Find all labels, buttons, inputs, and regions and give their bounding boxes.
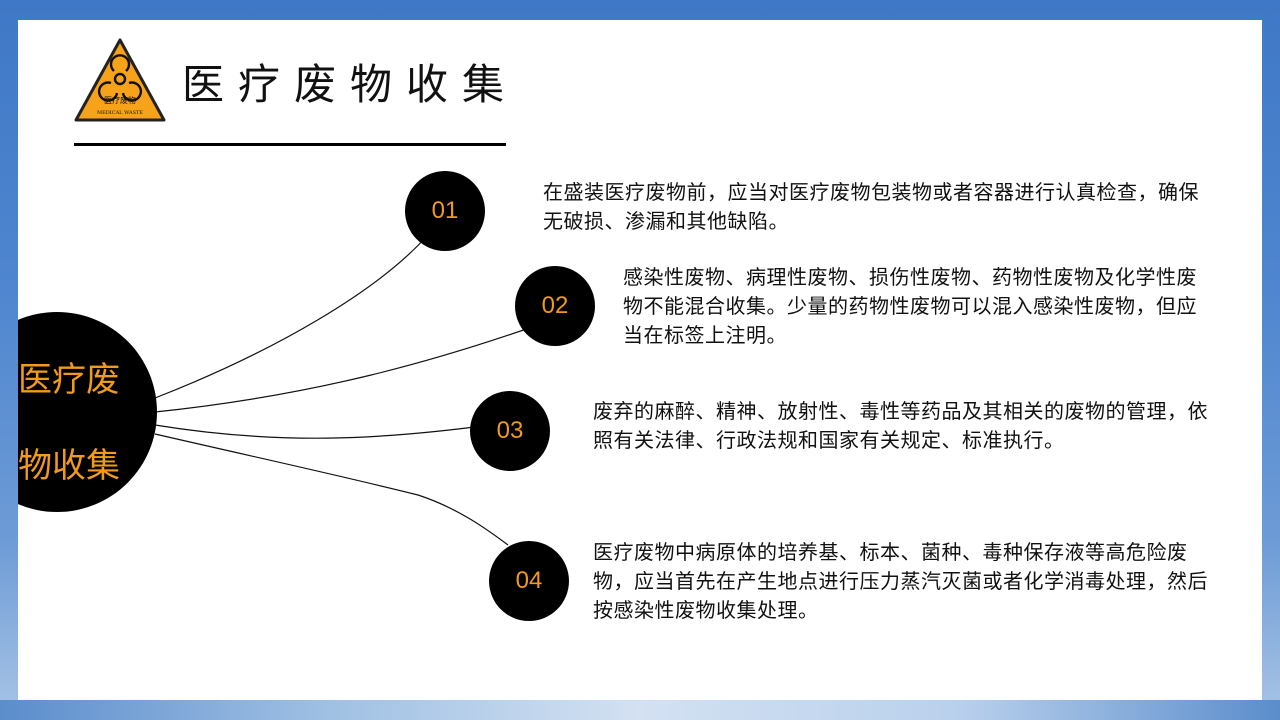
step-number-01: 01 <box>405 171 485 251</box>
hub-label-line-1: 医疗废 <box>18 360 120 400</box>
step-number-04: 04 <box>489 541 569 621</box>
biohazard-warning-triangle-icon: 医疗废物 MEDICAL WASTE <box>74 38 166 122</box>
step-number-02: 02 <box>515 266 595 346</box>
title-underline <box>74 143 506 146</box>
step-text-01: 在盛装医疗废物前，应当对医疗废物包装物或者容器进行认真检查，确保无破损、渗漏和其… <box>543 180 1199 233</box>
step-number-03: 03 <box>470 391 550 471</box>
hub-label-line-2: 物收集 <box>18 446 120 486</box>
connector-line-01 <box>154 236 427 399</box>
connector-line-03 <box>154 424 491 439</box>
background-bottom-glow <box>0 700 1280 720</box>
title-bar: 医疗废物 MEDICAL WASTE 医疗废物收集 <box>74 38 506 146</box>
connector-lines <box>154 236 539 546</box>
page-title: 医疗废物收集 <box>182 60 519 109</box>
connector-line-02 <box>154 324 539 413</box>
step-text-03: 废弃的麻醉、精神、放射性、毒性等药品及其相关的废物的管理，依照有关法律、行政法规… <box>593 399 1208 452</box>
step-text-02: 感染性废物、病理性废物、损伤性废物、药物性废物及化学性废物不能混合收集。少量的药… <box>623 265 1197 347</box>
logo-label-en: MEDICAL WASTE <box>97 110 143 116</box>
step-text-04: 医疗废物中病原体的培养基、标本、菌种、毒种保存液等高危险废物，应当首先在产生地点… <box>593 540 1208 622</box>
connector-line-04 <box>154 433 509 546</box>
slide-panel: 医疗废物 MEDICAL WASTE 医疗废物收集 医疗废 物收集 01 02 … <box>18 20 1262 700</box>
logo-label-cn: 医疗废物 <box>104 95 136 105</box>
